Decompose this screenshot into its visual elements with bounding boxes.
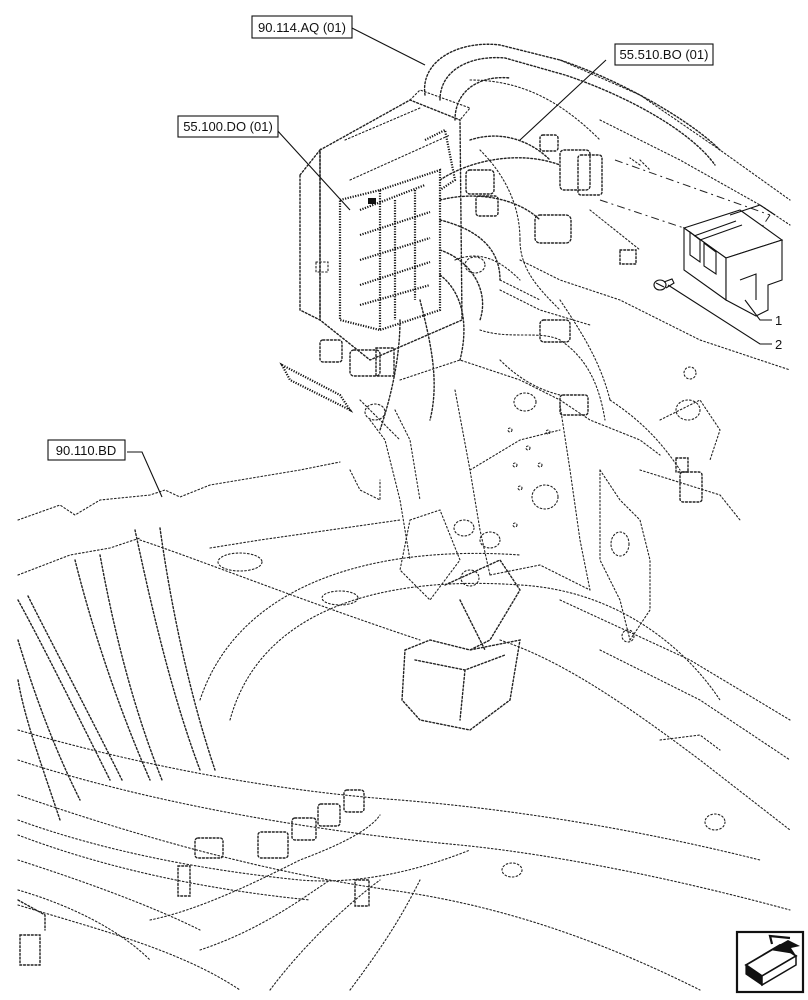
fuse-relay-panel bbox=[299, 89, 471, 361]
accelerator-pedal bbox=[401, 559, 521, 731]
item-number-1: 1 bbox=[775, 313, 782, 328]
ref-box-55-100-do[interactable]: 55.100.DO (01) bbox=[177, 115, 279, 138]
mounting-screw bbox=[653, 278, 675, 291]
panel-harness bbox=[279, 43, 721, 503]
next-page-arrow-icon[interactable] bbox=[735, 930, 805, 994]
ref-box-90-114-aq[interactable]: 90.114.AQ (01) bbox=[251, 15, 353, 39]
pedal-bracket bbox=[349, 359, 741, 643]
ref-label-90-110-bd: 90.110.BD bbox=[56, 443, 116, 458]
cab-floor-outline bbox=[17, 461, 791, 991]
ref-box-55-510-bo[interactable]: 55.510.BO (01) bbox=[614, 43, 714, 66]
callout-leaders bbox=[127, 26, 772, 498]
floor-ribs bbox=[17, 527, 216, 821]
floor-harness bbox=[17, 789, 471, 991]
ref-label-55-510-bo: 55.510.BO (01) bbox=[620, 47, 709, 62]
item-number-2: 2 bbox=[775, 337, 782, 352]
ref-box-90-110-bd[interactable]: 90.110.BD bbox=[47, 439, 126, 461]
ref-label-55-100-do: 55.100.DO (01) bbox=[183, 119, 273, 134]
control-module bbox=[599, 159, 784, 317]
ref-label-90-114-aq: 90.114.AQ (01) bbox=[258, 20, 346, 35]
